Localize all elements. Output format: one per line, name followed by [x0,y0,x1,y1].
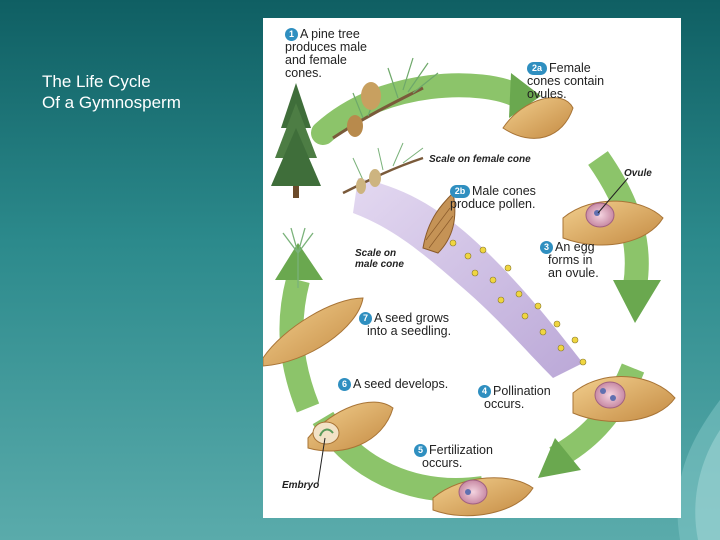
caption-ovule: Ovule [624,168,652,179]
seedling-sprout [282,227,314,288]
slide-title-line-1: The Life Cycle [42,72,151,91]
corner-wave-decoration [677,400,720,540]
cone-branch-illustration [332,57,439,195]
slide-title-line-2: Of a Gymnosperm [42,93,181,112]
fertilization-scale [432,477,534,517]
caption-scale-male-cone: Scale on male cone [355,248,404,270]
seedling-scale [263,227,364,367]
step-2b-badge: 2b [450,185,470,198]
caption-embryo: Embryo [282,480,320,491]
caption-scale-female-cone: Scale on female cone [429,154,531,165]
pollination-scale [572,376,676,422]
step-3-badge: 3 [540,241,553,254]
slide-title: The Life Cycle Of a Gymnosperm [42,71,252,113]
step-2a-badge: 2a [527,62,547,75]
step-1-badge: 1 [285,28,298,41]
step-5-badge: 5 [414,444,427,457]
female-cone-scale [502,97,574,139]
pine-tree-illustration [271,83,321,198]
step-4-badge: 4 [478,385,491,398]
ovule-scale [562,177,664,246]
step-6-badge: 6 [338,378,351,391]
diagram-artwork [263,57,676,517]
seed-develops-scale [307,401,394,484]
step-7-badge: 7 [359,312,372,325]
pollen-stream [353,178,587,378]
